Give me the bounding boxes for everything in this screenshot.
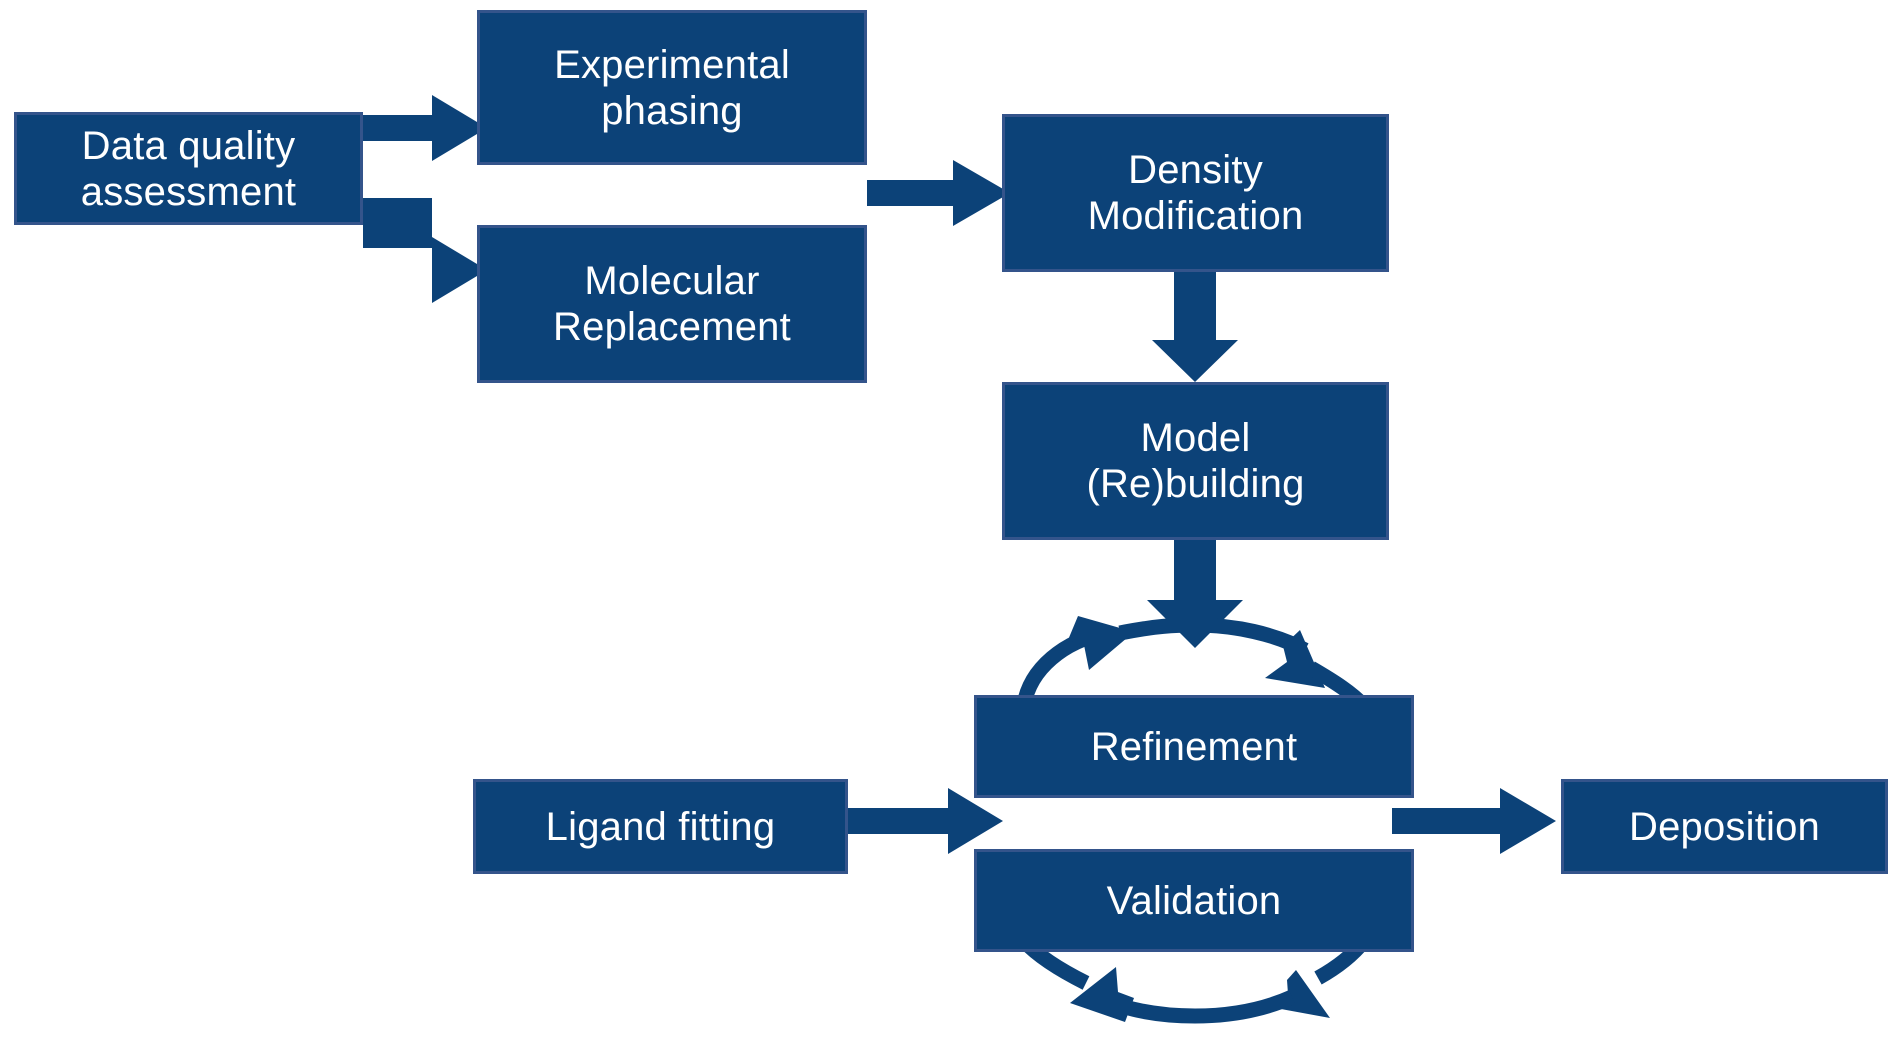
node-label: Experimental phasing <box>554 42 790 133</box>
node-ligand-fitting[interactable]: Ligand fitting <box>473 779 848 874</box>
node-deposition[interactable]: Deposition <box>1561 779 1888 874</box>
node-data-quality-assessment[interactable]: Data quality assessment <box>14 112 363 225</box>
connector-ligand-fitting-to-cycle <box>848 788 1003 854</box>
node-label: Ligand fitting <box>545 804 776 849</box>
connector-phasing-to-density-modification <box>867 160 1010 226</box>
node-label: Validation <box>1106 878 1282 923</box>
connector-cycle-to-deposition <box>1398 788 1556 854</box>
node-density-modification[interactable]: Density Modification <box>1002 114 1389 272</box>
node-label: Refinement <box>1090 724 1298 769</box>
node-refinement[interactable]: Refinement <box>974 695 1414 798</box>
node-molecular-replacement[interactable]: Molecular Replacement <box>477 225 867 383</box>
node-label: Deposition <box>1628 804 1820 849</box>
node-label: Density Modification <box>1087 148 1304 238</box>
node-experimental-phasing[interactable]: Experimental phasing <box>477 10 867 165</box>
node-label: Molecular Replacement <box>553 259 791 349</box>
node-validation[interactable]: Validation <box>974 849 1414 952</box>
node-model-rebuilding[interactable]: Model (Re)building <box>1002 382 1389 540</box>
node-label: Model (Re)building <box>1086 416 1305 506</box>
connector-dqa-to-experimental-phasing <box>363 95 487 161</box>
node-label: Data quality assessment <box>80 123 297 214</box>
connector-dqa-to-molecular-replacement <box>363 198 487 303</box>
connector-density-modification-to-model-rebuilding <box>1152 272 1238 382</box>
connector-refinement-validation-cycle <box>1016 616 1370 1024</box>
